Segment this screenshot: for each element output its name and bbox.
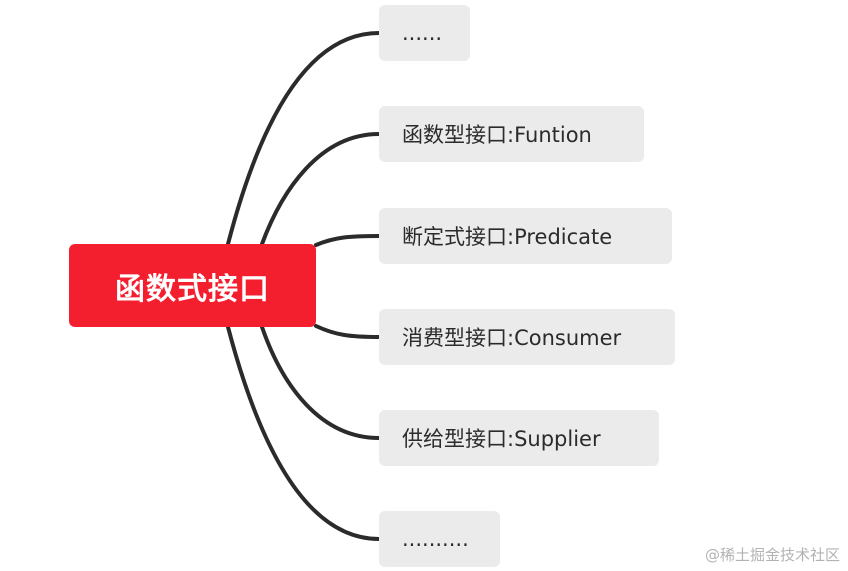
connector-branch-3 — [314, 324, 381, 339]
branch-node-predicate[interactable]: 断定式接口:Predicate — [379, 208, 672, 264]
branch-node-supplier[interactable]: 供给型接口:Supplier — [379, 410, 659, 466]
connector-branch-0 — [226, 31, 381, 246]
connector-branch-5 — [226, 325, 381, 541]
connector-branch-4 — [260, 325, 381, 440]
branch-label: 消费型接口:Consumer — [402, 326, 622, 350]
branch-label: 函数型接口:Funtion — [402, 123, 592, 147]
branch-label: 供给型接口:Supplier — [402, 427, 601, 451]
central-topic-label: 函数式接口 — [115, 271, 270, 307]
connector-branch-1 — [260, 132, 381, 246]
branch-node-function[interactable]: 函数型接口:Funtion — [379, 106, 644, 162]
branch-label: ...... — [402, 21, 443, 45]
branch-label: 断定式接口:Predicate — [402, 225, 613, 249]
branch-node-more-bottom[interactable]: .......... — [379, 511, 500, 567]
watermark-text: @稀土掘金技术社区 — [704, 546, 840, 564]
central-topic-node[interactable]: 函数式接口 — [69, 244, 316, 327]
branch-node-consumer[interactable]: 消费型接口:Consumer — [379, 309, 675, 365]
connector-branch-2 — [314, 234, 381, 247]
branch-node-more-top[interactable]: ...... — [379, 5, 470, 61]
branch-label: .......... — [402, 527, 469, 551]
